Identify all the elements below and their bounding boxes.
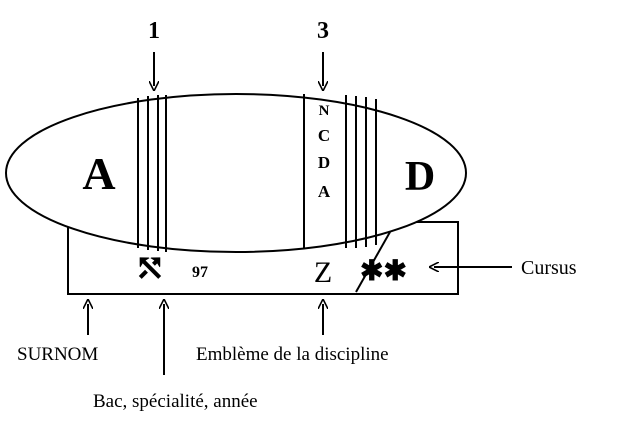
vertical-letter: C xyxy=(318,126,330,145)
marker-3-label: 3 xyxy=(317,18,329,44)
stripe-group-1 xyxy=(137,95,167,252)
cursus-label: Cursus xyxy=(521,257,577,279)
surnom-label: SURNOM xyxy=(17,344,98,365)
marker-1-label: 1 xyxy=(148,18,160,44)
emblem-discipline-label: Emblème de la discipline xyxy=(196,344,389,365)
cursus-symbols: ✱✱ xyxy=(360,256,407,287)
stripe-group-3 xyxy=(303,94,377,248)
oval xyxy=(5,93,467,253)
cursus-slash xyxy=(355,231,391,293)
vertical-letter: D xyxy=(318,153,330,172)
bac-label: Bac, spécialité, année xyxy=(93,391,258,412)
oval-letter-left: A xyxy=(82,148,115,199)
year-text: 97 xyxy=(192,264,208,281)
vertical-letter: N xyxy=(319,103,330,119)
oval-letter-right: D xyxy=(405,154,435,200)
vertical-letter: A xyxy=(318,182,331,201)
emblem-symbol: ⤲ xyxy=(134,247,166,289)
discipline-letter: Z xyxy=(314,256,332,289)
